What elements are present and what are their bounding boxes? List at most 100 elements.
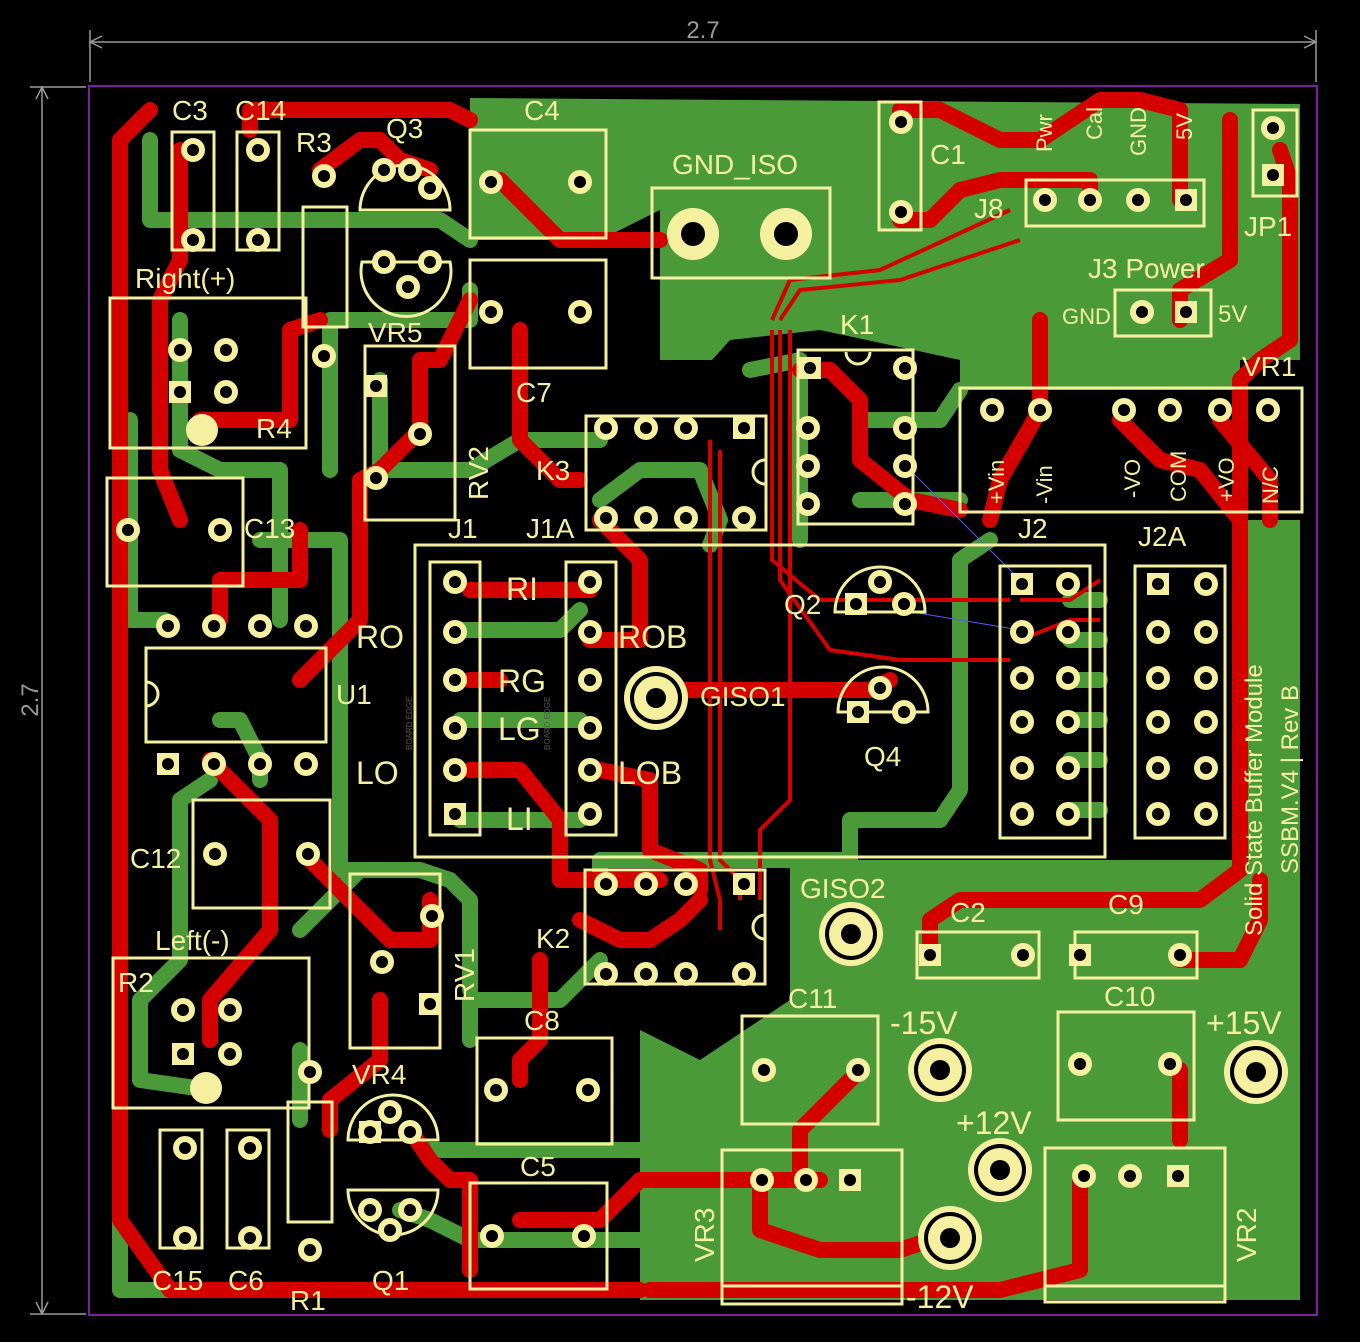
pad-hole — [1180, 194, 1192, 206]
pad-hole — [874, 576, 886, 588]
pad-hole — [1016, 578, 1028, 590]
label-module-rev: SSBM.V4 | Rev B — [1277, 685, 1304, 874]
label-vr2: VR2 — [1231, 1208, 1262, 1262]
pad-hole — [680, 422, 692, 434]
label-plus-vin: +Vin — [984, 460, 1009, 504]
pad-hole — [426, 910, 438, 922]
pad-hole — [384, 1106, 396, 1118]
pad-hole — [174, 344, 186, 356]
pad-hole — [756, 1174, 768, 1186]
pad-hole — [300, 620, 312, 632]
label-j3-power: J3 Power — [1088, 253, 1205, 284]
pad-hole — [404, 1126, 416, 1138]
mounting-pads — [186, 208, 1288, 1270]
label-u1: U1 — [336, 679, 372, 710]
pad-hole — [304, 1244, 316, 1256]
label-plus-12v: +12V — [956, 1105, 1032, 1141]
pad-hole — [852, 706, 864, 718]
pad-hole — [1200, 626, 1212, 638]
through-hole-pads — [116, 110, 1285, 1262]
pad-hole — [800, 1174, 812, 1186]
pad-hole — [640, 422, 652, 434]
pad-hole — [224, 1048, 236, 1060]
pad-hole — [300, 758, 312, 770]
pad-hole — [1074, 1058, 1086, 1070]
pad-hole — [1034, 404, 1046, 416]
label-plus-15v: +15V — [1206, 1005, 1282, 1041]
label-right: Right(+) — [135, 263, 235, 294]
pad-hole — [584, 722, 596, 734]
pad-hole — [449, 722, 461, 734]
pad-hole — [1267, 122, 1279, 134]
label-vr1: VR1 — [1242, 351, 1296, 382]
pad-hole — [370, 472, 382, 484]
pad-hole — [302, 848, 314, 860]
pad-hole — [850, 598, 862, 610]
pad-hole — [578, 1230, 590, 1242]
label-c15: C15 — [152, 1265, 203, 1296]
label-minus-15v: -15V — [890, 1005, 958, 1041]
pad-hole — [376, 956, 388, 968]
pad-hole — [899, 422, 911, 434]
pad-hole — [364, 1204, 376, 1216]
label-c9: C9 — [1108, 889, 1144, 920]
pad-hole — [1164, 1058, 1176, 1070]
pad-hole — [1016, 626, 1028, 638]
pad-hole — [738, 878, 750, 890]
label-c14: C14 — [235, 95, 286, 126]
top-copper-traces — [112, 92, 1298, 1298]
pad-hole — [804, 362, 816, 374]
pad-hole — [738, 512, 750, 524]
pad-hole — [1017, 949, 1029, 961]
label-c2: C2 — [950, 897, 986, 928]
pad-hole — [304, 1066, 316, 1078]
pad-hole — [738, 968, 750, 980]
pad-hole — [220, 386, 232, 398]
pad-hole — [252, 234, 264, 246]
label-board-edge-1: BOARD EDGE — [405, 697, 414, 750]
pad-hole — [449, 576, 461, 588]
pad-hole — [424, 998, 436, 1010]
pad-hole — [404, 1204, 416, 1216]
rotated-labels: Pwr Cal GND 5V +Vin -Vin -VO COM +VO N/C… — [405, 107, 1304, 1262]
pad-hole — [485, 306, 497, 318]
pad-hole — [378, 256, 390, 268]
pad-hole — [449, 764, 461, 776]
pad-hole — [802, 422, 814, 434]
pad-hole — [1078, 1170, 1090, 1182]
label-module: Solid State Buffer Module — [1241, 664, 1268, 936]
label-minus-vo: -VO — [1120, 459, 1145, 498]
pad-hole — [208, 620, 220, 632]
pad-hole — [485, 176, 497, 188]
pad-hole — [177, 1004, 189, 1016]
label-j1a: J1A — [526, 513, 575, 544]
pad-hole — [424, 182, 436, 194]
label-c7: C7 — [516, 377, 552, 408]
label-c12: C12 — [130, 843, 181, 874]
label-k3: K3 — [536, 455, 570, 486]
pad-hole — [1062, 762, 1074, 774]
label-q3: Q3 — [386, 113, 423, 144]
pad-hole — [1262, 404, 1274, 416]
pad-hole — [1174, 949, 1186, 961]
width-dimension: 2.7 — [686, 17, 719, 44]
label-vr4: VR4 — [352, 1059, 406, 1090]
pad-hole — [449, 674, 461, 686]
pad-hole — [1152, 762, 1164, 774]
pad-hole — [244, 1142, 256, 1154]
pad-hole — [738, 422, 750, 434]
pad-hole — [899, 460, 911, 472]
label-c3: C3 — [172, 95, 208, 126]
label-q2: Q2 — [784, 589, 821, 620]
pad-hole — [1016, 672, 1028, 684]
label-lg: LG — [498, 711, 541, 747]
label-gnd-iso: GND_ISO — [672, 149, 798, 180]
label-cal: Cal — [1082, 107, 1107, 140]
pad-hole — [1200, 578, 1212, 590]
pad-hole — [574, 306, 586, 318]
label-k1: K1 — [840, 309, 874, 340]
pad-hole — [898, 706, 910, 718]
pad-hole — [424, 256, 436, 268]
label-com: COM — [1166, 451, 1191, 502]
